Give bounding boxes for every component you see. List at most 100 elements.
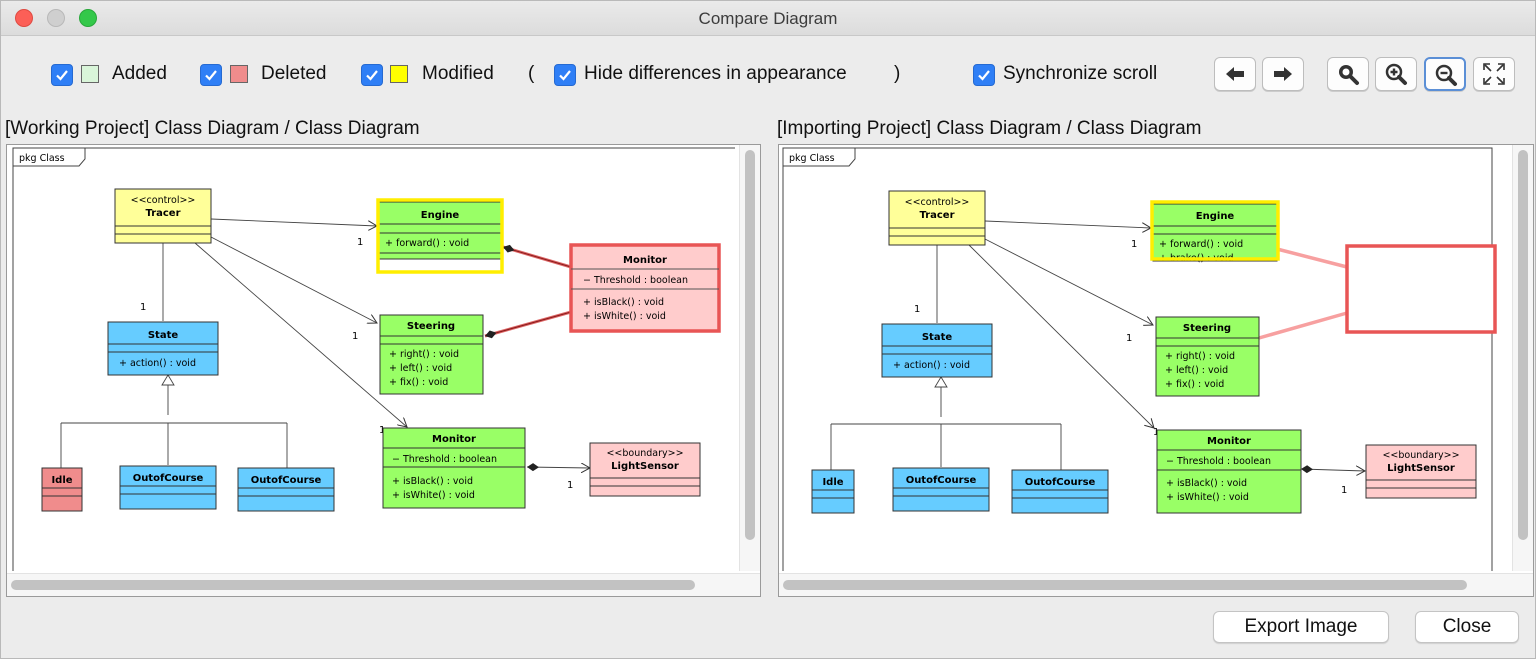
window-title: Compare Diagram	[698, 9, 838, 28]
svg-text:Idle: Idle	[822, 477, 843, 488]
svg-text:+ right() : void: + right() : void	[389, 349, 459, 360]
close-window-button[interactable]	[15, 9, 33, 27]
class-steering[interactable]: Steering + right() : void + left() : voi…	[1155, 316, 1260, 397]
svg-text:+ forward() : void: + forward() : void	[1159, 239, 1243, 250]
class-tracer[interactable]: <<control>> Tracer	[114, 188, 212, 244]
deleted-link-placeholder	[1258, 311, 1348, 340]
svg-text:Tracer: Tracer	[145, 208, 180, 219]
scrollbar-thumb[interactable]	[1518, 150, 1528, 540]
previous-difference-button[interactable]	[1214, 57, 1256, 91]
zoom-out-button[interactable]	[1424, 57, 1466, 91]
deleted-label: Deleted	[261, 63, 327, 84]
multiplicity-label: 1	[1153, 427, 1159, 438]
importing-project-diagram-pane[interactable]: pkg Class 1 1 1 1 1 <<control>>	[778, 144, 1534, 597]
svg-text:State: State	[922, 332, 953, 343]
modified-highlight	[376, 198, 504, 274]
class-engine[interactable]: Engine + forward() : void	[376, 198, 504, 274]
svg-text:<<boundary>>: <<boundary>>	[606, 448, 683, 459]
modified-swatch	[390, 65, 408, 83]
modified-highlight	[1150, 200, 1280, 261]
export-image-button[interactable]: Export Image	[1213, 611, 1389, 643]
horizontal-scrollbar[interactable]	[779, 573, 1533, 596]
svg-text:+ forward() : void: + forward() : void	[385, 238, 469, 249]
arrow-right-icon	[1274, 67, 1292, 81]
class-idle[interactable]: Idle	[811, 469, 855, 514]
importing-project-title: [Importing Project] Class Diagram / Clas…	[777, 118, 1202, 139]
modified-checkbox[interactable]	[361, 64, 383, 86]
fit-window-icon	[1483, 63, 1505, 85]
hide-differences-checkbox[interactable]	[554, 64, 576, 86]
class-outofcourse[interactable]: OutofCourse	[892, 467, 990, 512]
multiplicity-label: 1	[1131, 239, 1137, 250]
horizontal-scrollbar[interactable]	[7, 573, 760, 596]
svg-text:State: State	[148, 330, 179, 341]
frame-border	[783, 147, 1493, 571]
modified-label: Modified	[422, 63, 494, 84]
class-monitor[interactable]: Monitor − Threshold : boolean + isBlack(…	[1156, 429, 1302, 514]
frame-tab	[12, 147, 86, 167]
working-project-title: [Working Project] Class Diagram / Class …	[5, 118, 420, 139]
class-idle[interactable]: Idle	[41, 467, 83, 512]
svg-text:+ isBlack() : void: + isBlack() : void	[392, 476, 473, 487]
monitor-lightsensor-composition	[526, 467, 590, 468]
vertical-scrollbar[interactable]	[739, 145, 760, 571]
class-lightsensor[interactable]: <<boundary>> LightSensor	[589, 442, 701, 497]
tracer-monitor-association	[968, 244, 1154, 428]
next-difference-button[interactable]	[1262, 57, 1304, 91]
svg-text:Engine: Engine	[1196, 211, 1235, 222]
class-outofcourse[interactable]: OutofCourse	[237, 467, 335, 512]
svg-text:+ left() : void: + left() : void	[1165, 365, 1228, 376]
synchronize-scroll-checkbox[interactable]	[973, 64, 995, 86]
svg-text:Monitor: Monitor	[432, 434, 476, 445]
frame-label: pkg Class	[789, 153, 835, 164]
tracer-steering-association	[984, 238, 1153, 325]
class-steering[interactable]: Steering + right() : void + left() : voi…	[379, 314, 484, 395]
svg-text:+ fix() : void: + fix() : void	[1165, 379, 1224, 390]
zoom-in-button[interactable]	[1375, 57, 1417, 91]
svg-text:+ action() : void: + action() : void	[893, 360, 970, 371]
tracer-engine-association	[210, 218, 377, 226]
zoom-fit-icon	[1339, 65, 1359, 85]
class-monitor[interactable]: Monitor − Threshold : boolean + isBlack(…	[382, 427, 526, 509]
open-paren: (	[528, 63, 535, 84]
zoom-original-button[interactable]	[1327, 57, 1369, 91]
svg-text:+ left() : void: + left() : void	[389, 363, 452, 374]
svg-text:<<boundary>>: <<boundary>>	[1382, 450, 1459, 461]
deleted-checkbox[interactable]	[200, 64, 222, 86]
class-outofcourse[interactable]: OutofCourse	[1011, 469, 1109, 514]
class-lightsensor[interactable]: <<boundary>> LightSensor	[1365, 444, 1477, 499]
fit-to-window-button[interactable]	[1473, 57, 1515, 91]
class-state[interactable]: State + action() : void	[881, 323, 993, 378]
svg-text:OutofCourse: OutofCourse	[251, 475, 322, 486]
class-outofcourse[interactable]: OutofCourse	[119, 465, 217, 510]
svg-text:+ isWhite() : void: + isWhite() : void	[583, 311, 666, 322]
monitor-lightsensor-composition	[1300, 469, 1365, 471]
check-icon	[56, 70, 68, 81]
class-monitor-deleted[interactable]: Monitor − Threshold : boolean + isBlack(…	[569, 243, 721, 333]
scrollbar-thumb[interactable]	[745, 150, 755, 540]
class-tracer[interactable]: <<control>> Tracer	[888, 190, 986, 246]
scrollbar-thumb[interactable]	[783, 580, 1467, 590]
multiplicity-label: 1	[379, 425, 385, 436]
svg-text:Steering: Steering	[407, 321, 455, 332]
class-state[interactable]: State + action() : void	[107, 321, 219, 376]
added-checkbox[interactable]	[51, 64, 73, 86]
added-swatch	[81, 65, 99, 83]
svg-text:LightSensor: LightSensor	[611, 461, 679, 472]
svg-text:OutofCourse: OutofCourse	[133, 473, 204, 484]
vertical-scrollbar[interactable]	[1512, 145, 1533, 571]
minimize-window-button[interactable]	[47, 9, 65, 27]
svg-text:OutofCourse: OutofCourse	[1025, 477, 1096, 488]
close-button[interactable]: Close	[1415, 611, 1519, 643]
working-project-diagram-pane[interactable]: pkg Class 1 1 1 1 1	[6, 144, 761, 597]
scrollbar-thumb[interactable]	[11, 580, 695, 590]
frame-tab	[782, 147, 856, 167]
tracer-engine-association	[984, 220, 1151, 228]
svg-text:Engine: Engine	[421, 210, 460, 221]
legend-toolbar: Added Deleted Modified ( Hide difference…	[1, 51, 1535, 99]
maximize-window-button[interactable]	[79, 9, 97, 27]
svg-text:+ fix() : void: + fix() : void	[389, 377, 448, 388]
class-engine[interactable]: Engine + forward() : void + brake() : vo…	[1150, 200, 1280, 264]
svg-text:Idle: Idle	[51, 475, 72, 486]
